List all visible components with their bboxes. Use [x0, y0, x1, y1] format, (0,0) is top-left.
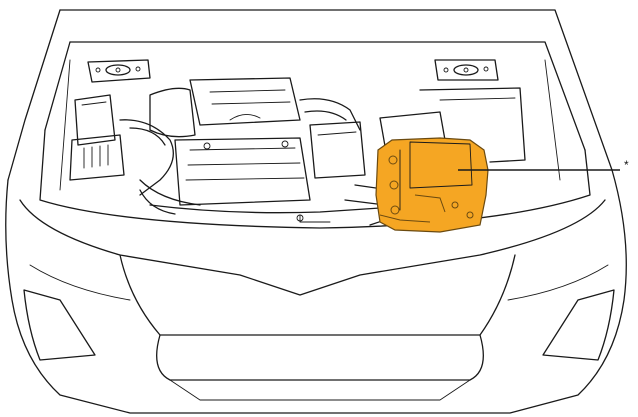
callout-label: * [624, 158, 629, 172]
highlighted-component [376, 138, 488, 232]
engine-bay-edge [40, 60, 590, 228]
car-front-body [6, 170, 627, 413]
hood-outline [8, 10, 612, 180]
right-strut-mount [435, 60, 498, 80]
left-strut-mount [88, 60, 150, 82]
